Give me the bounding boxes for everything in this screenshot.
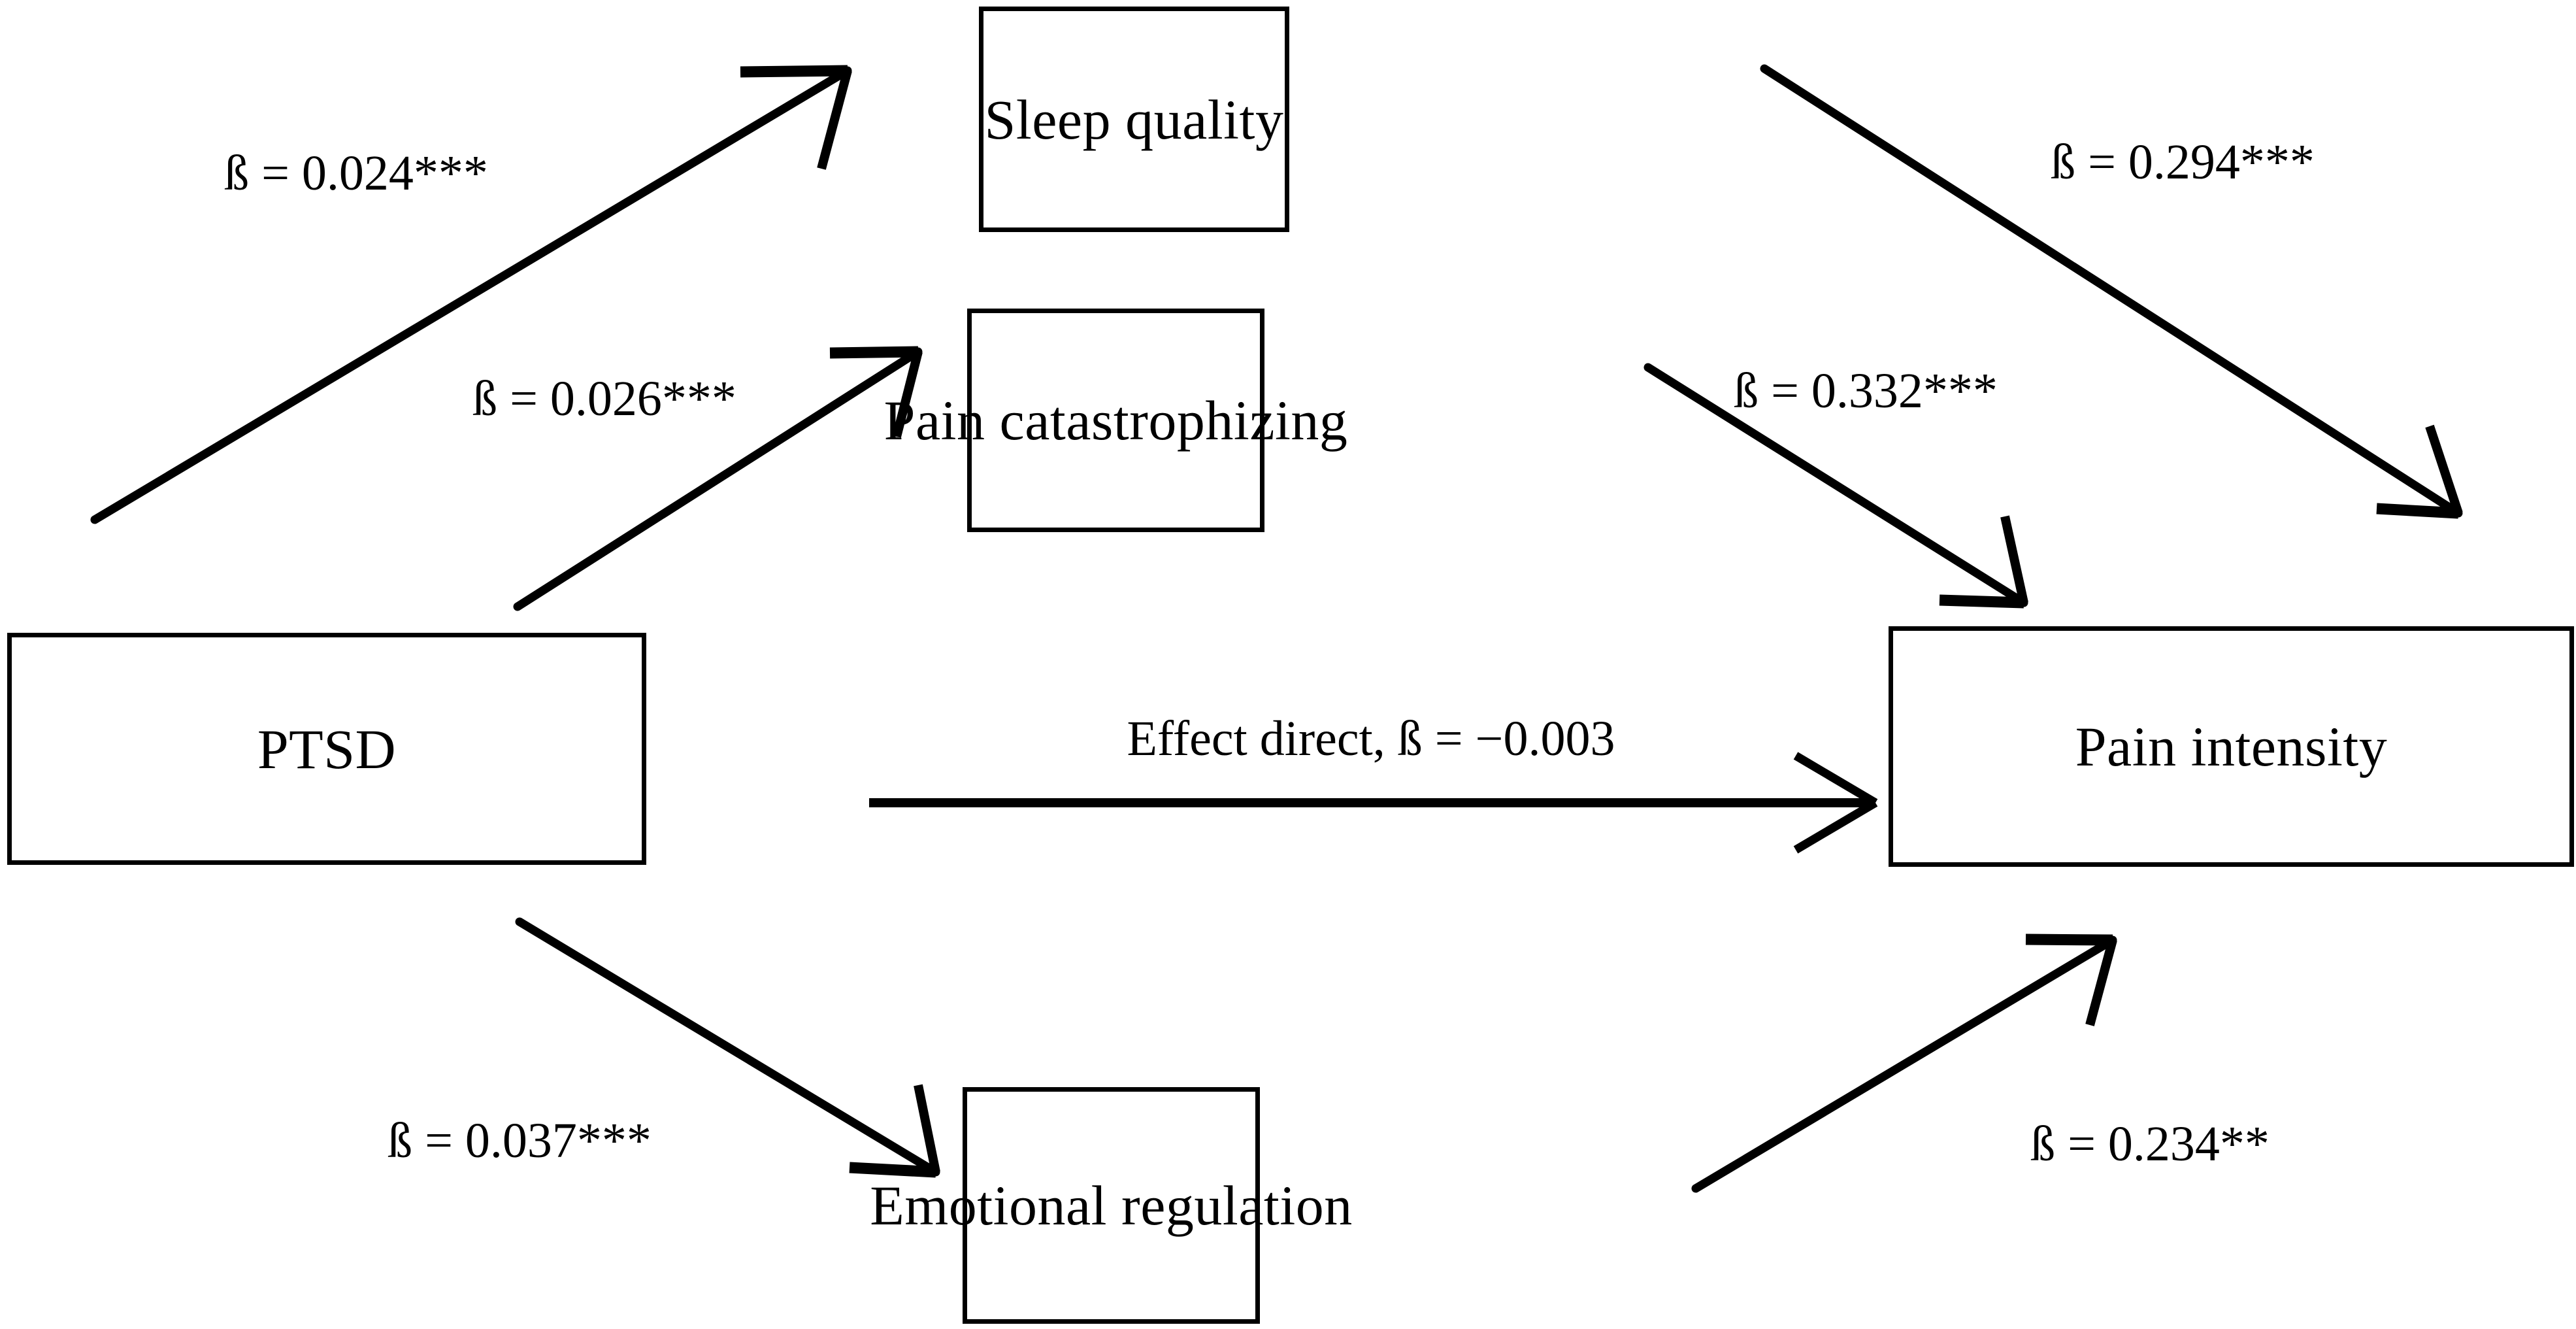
path-label-pain-catastrophizing-to-pain-intensity: ß = 0.332*** — [1734, 363, 1998, 418]
node-pain-catastrophizing[interactable]: Pain catastrophizing — [884, 309, 1347, 532]
node-pain-intensity-label: Pain intensity — [2075, 715, 2388, 778]
arrow-pain-catastrophizing-to-pain-intensity — [1643, 363, 2028, 609]
node-emotional-regulation[interactable]: Emotional regulation — [870, 1087, 1352, 1324]
path-label-ptsd-to-emotional-regulation: ß = 0.037*** — [388, 1113, 652, 1168]
path-label-emotional-regulation-to-pain-intensity: ß = 0.234** — [2030, 1117, 2270, 1171]
arrow-ptsd-to-sleep-quality — [90, 65, 852, 524]
node-sleep-quality[interactable]: Sleep quality — [979, 7, 1289, 232]
node-pain-intensity[interactable]: Pain intensity — [1889, 626, 2574, 867]
node-pain-catastrophizing-label: Pain catastrophizing — [883, 389, 1348, 452]
node-emotional-regulation-label: Emotional regulation — [870, 1174, 1353, 1237]
path-label-ptsd-to-sleep-quality: ß = 0.024*** — [224, 146, 488, 201]
arrow-direct-effect — [869, 752, 1878, 854]
arrow-emotional-regulation-to-pain-intensity — [1691, 934, 2117, 1193]
arrow-sleep-quality-to-pain-intensity — [1760, 64, 2463, 519]
arrow-ptsd-to-emotional-regulation — [515, 917, 940, 1178]
path-label-sleep-quality-to-pain-intensity: ß = 0.294*** — [2051, 135, 2315, 190]
node-sleep-quality-label: Sleep quality — [984, 88, 1284, 151]
path-label-direct-effect: Effect direct, ß = −0.003 — [1127, 711, 1615, 766]
node-ptsd[interactable]: PTSD — [7, 633, 646, 865]
arrow-ptsd-to-pain-catastrophizing — [513, 346, 923, 611]
path-label-ptsd-to-pain-catastrophizing: ß = 0.026*** — [472, 371, 736, 426]
node-ptsd-label: PTSD — [257, 717, 397, 781]
